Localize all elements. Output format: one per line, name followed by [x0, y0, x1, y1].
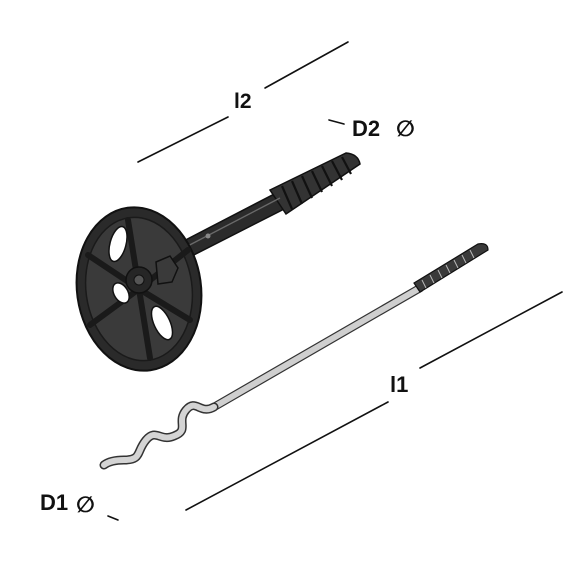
dowel-ribs — [280, 156, 352, 210]
dimension-d1-tick — [107, 515, 119, 521]
dimension-d2-tick — [328, 119, 345, 125]
plate-hub-hole — [133, 274, 145, 286]
dimension-l2-label: l2 — [234, 90, 252, 113]
dimension-l1-label: l1 — [390, 372, 408, 397]
dimension-d1: D1 ∅ — [40, 490, 119, 521]
dimension-d2-diameter-symbol: ∅ — [396, 116, 415, 141]
plate-slot-left — [112, 282, 130, 304]
dowel-expansion-zone — [268, 152, 361, 216]
dimension-d2-label: D2 — [352, 116, 380, 141]
plate-slot-top — [108, 225, 128, 263]
plate-slot-bottom — [150, 305, 174, 341]
dimension-l2: l2 — [137, 41, 349, 163]
plate-hub-boss — [155, 255, 179, 285]
dowel-shaft-mark — [205, 233, 211, 239]
dowel-plate — [75, 206, 203, 372]
dimension-d1-diameter-symbol: ∅ — [76, 492, 95, 517]
nail-threads — [421, 249, 475, 289]
dimension-l1-line-left — [185, 401, 389, 511]
dowel-shaft-highlight — [179, 197, 281, 251]
nail-wavy-end-fill — [101, 402, 217, 468]
dimension-l1: l1 — [185, 291, 563, 511]
dimension-l2-line-right — [264, 41, 349, 89]
dimension-d2: D2 ∅ — [328, 116, 415, 141]
dimension-l1-line-right — [419, 291, 563, 369]
dimension-d1-label: D1 — [40, 490, 68, 515]
dimension-l2-line-left — [137, 116, 229, 163]
plastic-dowel — [75, 152, 361, 372]
steel-nail — [99, 243, 489, 470]
nail-thread-zone — [413, 243, 489, 293]
